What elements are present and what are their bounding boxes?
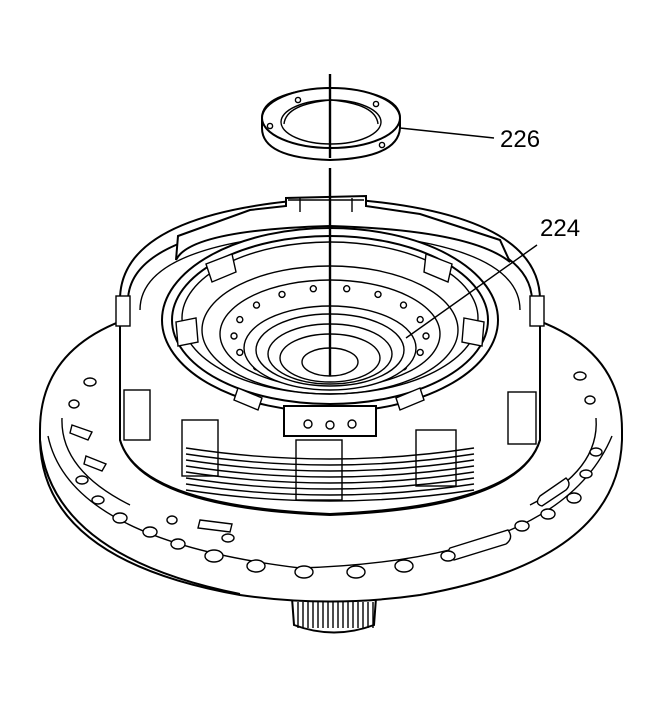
flange-hole [246,559,266,573]
flange-hole [584,395,596,405]
clutch-tooth [529,295,545,327]
housing-hole [230,332,238,340]
housing-hole [343,285,351,293]
flange-hole [579,469,593,479]
housing-hole [399,301,408,309]
flange-hole [540,508,556,520]
housing-hole [236,315,244,324]
housing-hole [416,348,424,357]
clutch-plate-line [185,477,475,490]
housing-hole [236,348,244,357]
callout-224: 224 [405,215,580,339]
flange-hole [142,526,158,538]
flange-hole [221,533,235,543]
flange-hole [573,371,587,381]
clutch-plate-line [185,483,475,496]
housing-hole [416,315,424,324]
flange-hole [91,495,105,505]
flange-hole [440,550,456,562]
clutch-tooth [123,389,151,441]
housing-hole [422,332,430,340]
clutch-plate-line [185,447,475,460]
flange-hole [68,399,80,409]
flange-hole [589,447,603,457]
leader-line-226 [399,127,495,139]
callout-label-226: 226 [500,126,540,153]
housing-hole [374,290,382,299]
clutch-plate-line [185,489,475,502]
flange-hole [346,565,366,579]
shaft-spline [290,597,378,634]
housing-hole [278,290,286,299]
clutch-plate-line [185,471,475,484]
flange-hole [166,515,178,525]
upper-drum-tabs [175,194,511,263]
flange-hole [83,377,97,387]
housing-hole [252,301,261,309]
leader-line-224 [405,244,538,339]
flange-hole [170,538,186,550]
flange-hole [204,549,224,563]
clutch-tooth [507,391,537,445]
clutch-plate-line [185,453,475,466]
flange-hole [75,475,89,485]
flange-hole [514,520,530,532]
flange-hole [394,559,414,573]
clutch-tooth [115,295,131,327]
callout-label-224: 224 [540,215,580,242]
flange-hole [112,512,128,524]
clutch-plate-line [185,459,475,472]
clutch-plate-line [185,465,475,478]
callout-226: 226 [399,126,540,153]
flange-hole [294,565,314,579]
housing-hole [309,285,317,293]
flange-hole [566,492,582,504]
